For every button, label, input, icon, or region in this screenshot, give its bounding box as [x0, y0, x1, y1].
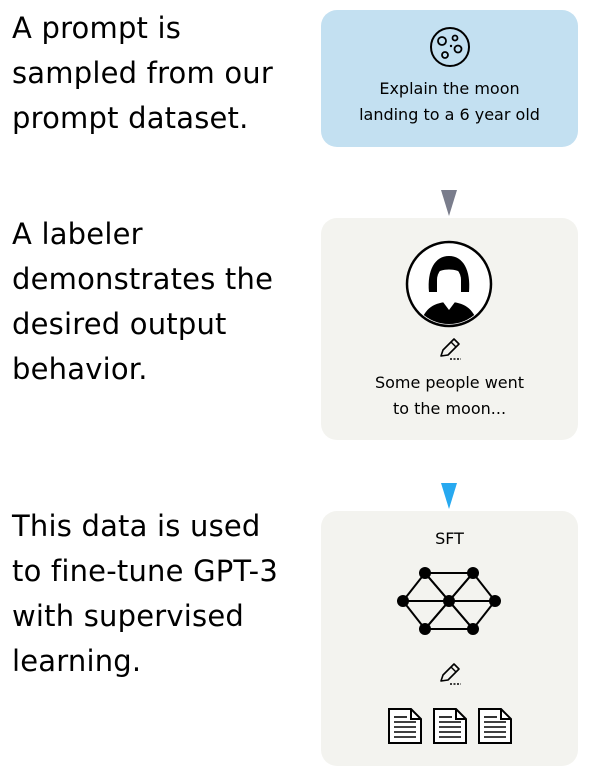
prompt-card: Explain the moon landing to a 6 year old	[321, 10, 578, 147]
pencil-icon	[440, 663, 461, 685]
step-1-line: A prompt is	[12, 11, 182, 45]
step-3-line: learning.	[12, 644, 142, 678]
flow-arrow-blue	[441, 483, 457, 509]
step-2-line: A labeler	[12, 217, 143, 251]
sft-card: SFT	[321, 511, 578, 766]
labeler-card: Some people went to the moon...	[321, 218, 578, 440]
flow-arrow-gray	[441, 190, 457, 216]
prompt-line: landing to a 6 year old	[359, 105, 540, 124]
step-1-line: prompt dataset.	[12, 101, 249, 135]
document-stack	[387, 707, 513, 747]
step-2-line: behavior.	[12, 352, 148, 386]
step-3-line: with supervised	[12, 599, 244, 633]
step-1-line: sampled from our	[12, 56, 274, 90]
document-icon	[478, 708, 512, 744]
demonstration-text: Some people went to the moon...	[321, 370, 578, 422]
step-2-description: A labeler demonstrates the desired outpu…	[12, 212, 302, 392]
step-3-line: to fine-tune GPT-3	[12, 554, 279, 588]
step-3-description: This data is used to fine-tune GPT-3 wit…	[12, 504, 302, 684]
sft-label: SFT	[435, 529, 464, 548]
labeler-avatar-icon	[405, 240, 493, 328]
step-2-line: desired output	[12, 307, 227, 341]
document-icon	[433, 708, 467, 744]
step-3-line: This data is used	[12, 509, 261, 543]
prompt-text: Explain the moon landing to a 6 year old	[321, 76, 578, 128]
neural-network-icon	[397, 567, 501, 635]
step-1-description: A prompt is sampled from our prompt data…	[12, 6, 302, 141]
pencil-icon	[440, 338, 461, 360]
demonstration-line: to the moon...	[392, 399, 507, 418]
moon-icon	[430, 27, 470, 67]
demonstration-line: Some people went	[374, 373, 525, 392]
document-icon	[388, 708, 422, 744]
prompt-line: Explain the moon	[379, 79, 520, 98]
step-2-line: demonstrates the	[12, 262, 274, 296]
